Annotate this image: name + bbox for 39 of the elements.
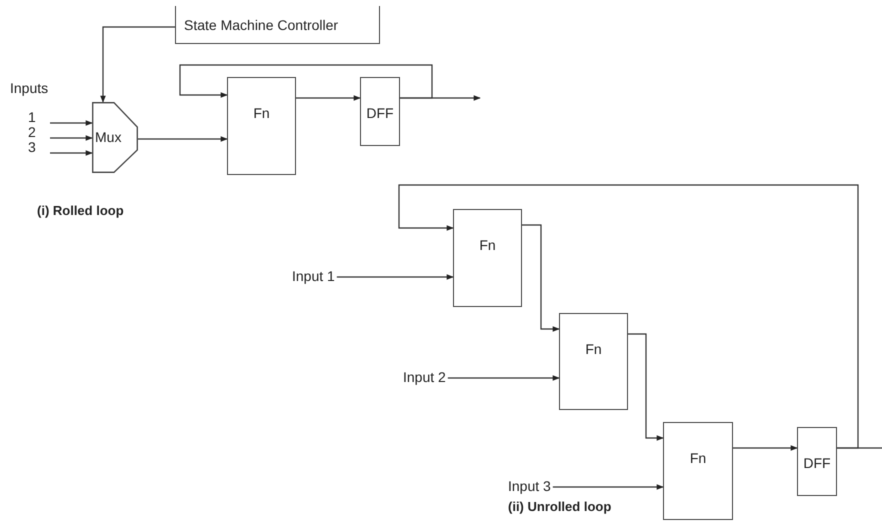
controller-box bbox=[175, 6, 380, 44]
connector-arrow bbox=[628, 333, 664, 441]
input-number: 1 bbox=[28, 110, 36, 125]
connector-arrow bbox=[138, 136, 228, 142]
connector-arrow bbox=[522, 224, 560, 332]
input-number: 3 bbox=[28, 140, 36, 155]
block-label: Fn bbox=[478, 237, 497, 253]
input-label: Input 2 bbox=[403, 369, 446, 385]
connector-arrow bbox=[336, 274, 454, 280]
caption-text: (ii) Unrolled loop bbox=[508, 499, 612, 514]
connector-arrow bbox=[398, 184, 859, 449]
block-box bbox=[559, 313, 628, 410]
block-label: Fn bbox=[252, 105, 271, 121]
block-label: Fn bbox=[584, 341, 603, 357]
connector-arrow bbox=[179, 64, 433, 99]
input-label: Input 3 bbox=[508, 478, 551, 494]
inputs-label: Inputs bbox=[10, 80, 48, 96]
block-box bbox=[797, 427, 837, 496]
connector-arrow bbox=[296, 95, 361, 101]
input-label: Input 1 bbox=[292, 268, 335, 284]
block-label: DFF bbox=[802, 455, 832, 471]
block-box bbox=[360, 77, 400, 146]
connector-arrow bbox=[100, 26, 175, 103]
block-box bbox=[227, 77, 296, 175]
multiplexer-shape bbox=[92, 102, 138, 173]
block-label: State Machine Controller bbox=[184, 17, 338, 33]
connector-arrow bbox=[448, 375, 560, 381]
connector-arrow bbox=[552, 484, 664, 490]
connector-arrow bbox=[50, 150, 93, 156]
connector-arrow bbox=[50, 120, 93, 126]
block-label: Fn bbox=[688, 450, 708, 466]
caption-text: (i) Rolled loop bbox=[37, 203, 124, 218]
block-box bbox=[453, 209, 522, 307]
connector-arrow bbox=[733, 445, 798, 451]
mux-label: Mux bbox=[95, 129, 122, 145]
input-number: 2 bbox=[28, 125, 36, 140]
block-label: DFF bbox=[365, 105, 395, 121]
connector-arrow bbox=[50, 135, 93, 141]
block-box bbox=[663, 422, 733, 520]
